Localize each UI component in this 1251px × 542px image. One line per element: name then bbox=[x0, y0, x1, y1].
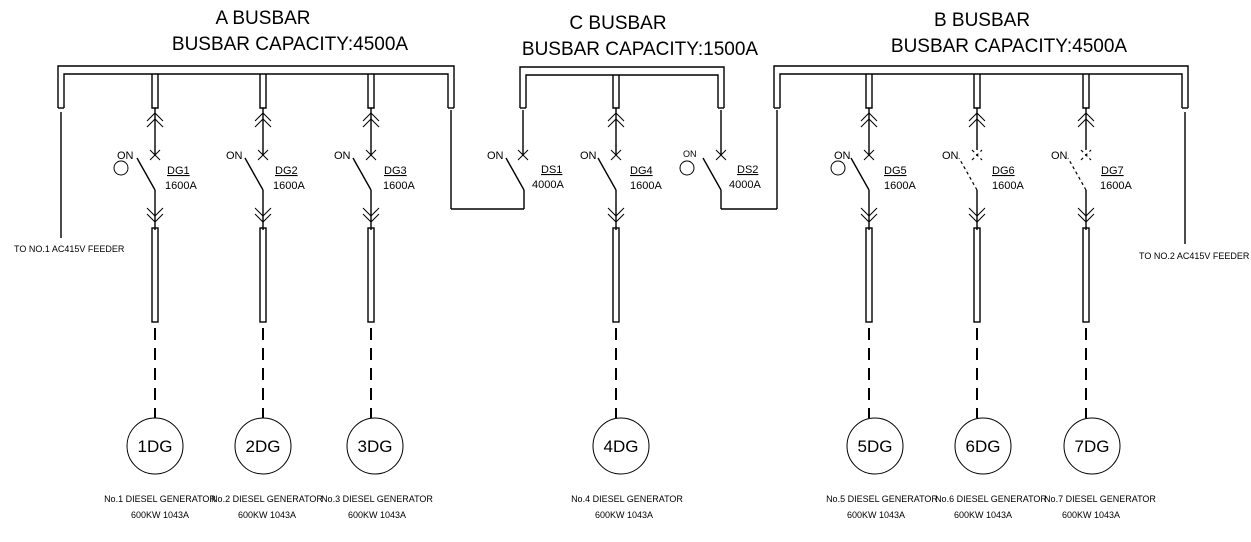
ds2-on-label: ON bbox=[683, 149, 697, 159]
generator-feeder-3: ON DG3 1600A 3DG No.3 DIESEL GENERATOR 6… bbox=[321, 108, 433, 520]
generator-5-symbol bbox=[846, 417, 904, 475]
dg2-breaker-id: DG2 bbox=[275, 165, 298, 177]
generator-feeder-2: ON DG2 1600A 2DG No.2 DIESEL GENERATOR 6… bbox=[211, 108, 323, 520]
dg3-breaker-rating: 1600A bbox=[383, 180, 415, 192]
dg4-breaker-rating: 1600A bbox=[630, 180, 662, 192]
a-busbar bbox=[57, 65, 455, 109]
generator-4-symbol bbox=[592, 417, 650, 475]
generator-7-spec: 600KW 1043A bbox=[1062, 510, 1120, 520]
c-busbar bbox=[519, 66, 725, 109]
b-busbar-title: B BUSBAR bbox=[934, 10, 1030, 31]
dg3-on-label: ON bbox=[334, 150, 351, 162]
ds2-indicator-lamp bbox=[679, 160, 695, 176]
generator-feeder-5: ON DG5 1600A 5DG No.5 DIESEL GENERATOR 6… bbox=[826, 108, 938, 520]
ds1-id: DS1 bbox=[541, 164, 562, 176]
dg3-breaker-id: DG3 bbox=[384, 165, 407, 177]
dg1-breaker-id: DG1 bbox=[167, 165, 190, 177]
ds2-rating: 4000A bbox=[729, 179, 761, 191]
generator-4-spec: 600KW 1043A bbox=[595, 510, 653, 520]
generator-feeder-4: ON DG4 1600A 4DG No.4 DIESEL GENERATOR 6… bbox=[571, 108, 683, 520]
generator-2-label: 2DG bbox=[246, 437, 281, 456]
a-busbar-capacity: BUSBAR CAPACITY:4500A bbox=[172, 34, 409, 55]
a-busbar-title: A BUSBAR bbox=[215, 8, 310, 29]
dg5-on-label: ON bbox=[834, 150, 851, 162]
feeder-2-label: TO NO.2 AC415V FEEDER bbox=[1139, 251, 1250, 261]
ds1-on-label: ON bbox=[487, 150, 504, 162]
dg7-breaker-rating: 1600A bbox=[1100, 180, 1132, 192]
c-busbar-capacity: BUSBAR CAPACITY:1500A bbox=[522, 39, 759, 60]
dg6-breaker-id: DG6 bbox=[992, 165, 1015, 177]
dg7-on-label: ON bbox=[1051, 150, 1068, 162]
c-busbar-title: C BUSBAR bbox=[569, 13, 666, 34]
generator-6-symbol bbox=[954, 417, 1012, 475]
bus-tie-ds2: ON DS2 4000A bbox=[679, 110, 778, 210]
generator-7-name: No.7 DIESEL GENERATOR bbox=[1044, 494, 1156, 504]
generator-1-spec: 600KW 1043A bbox=[131, 510, 189, 520]
generator-6-label: 6DG bbox=[966, 437, 1001, 456]
generator-1-name: No.1 DIESEL GENERATOR bbox=[104, 494, 216, 504]
generator-1-label: 1DG bbox=[138, 437, 173, 456]
ds1-rating: 4000A bbox=[532, 179, 564, 191]
generator-2-spec: 600KW 1043A bbox=[238, 510, 296, 520]
dg5-indicator-lamp bbox=[830, 160, 846, 176]
dg5-breaker-id: DG5 bbox=[884, 165, 907, 177]
bus-tie-ds1: ON DS1 4000A bbox=[450, 110, 564, 210]
generator-6-name: No.6 DIESEL GENERATOR bbox=[935, 494, 1047, 504]
ds2-id: DS2 bbox=[737, 164, 758, 176]
generator-6-spec: 600KW 1043A bbox=[954, 510, 1012, 520]
generator-7-label: 7DG bbox=[1075, 437, 1110, 456]
dg2-breaker-rating: 1600A bbox=[273, 180, 305, 192]
dg4-on-label: ON bbox=[580, 150, 597, 162]
generator-4-name: No.4 DIESEL GENERATOR bbox=[571, 494, 683, 504]
generator-5-spec: 600KW 1043A bbox=[847, 510, 905, 520]
generator-5-name: No.5 DIESEL GENERATOR bbox=[826, 494, 938, 504]
dg4-breaker-id: DG4 bbox=[630, 165, 653, 177]
b-busbar-capacity: BUSBAR CAPACITY:4500A bbox=[891, 36, 1128, 57]
generator-2-symbol bbox=[234, 417, 292, 475]
feeder-1-label: TO NO.1 AC415V FEEDER bbox=[14, 244, 125, 254]
dg6-breaker-rating: 1600A bbox=[992, 180, 1024, 192]
generator-feeder-7: ON DG7 1600A 7DG No.7 DIESEL GENERATOR 6… bbox=[1044, 108, 1156, 520]
generator-3-symbol bbox=[346, 417, 404, 475]
dg2-on-label: ON bbox=[226, 150, 243, 162]
generator-3-spec: 600KW 1043A bbox=[348, 510, 406, 520]
generator-7-symbol bbox=[1063, 417, 1121, 475]
dg1-on-label: ON bbox=[117, 150, 134, 162]
generator-feeder-6: ON DG6 1600A 6DG No.6 DIESEL GENERATOR 6… bbox=[935, 108, 1047, 520]
generator-feeder-1: ON DG1 1600A 1DG No.1 DIESEL GENERATOR 6… bbox=[104, 108, 216, 520]
generator-1-symbol bbox=[126, 417, 184, 475]
generator-3-label: 3DG bbox=[358, 437, 393, 456]
generator-4-label: 4DG bbox=[604, 437, 639, 456]
generator-2-name: No.2 DIESEL GENERATOR bbox=[211, 494, 323, 504]
generator-3-name: No.3 DIESEL GENERATOR bbox=[321, 494, 433, 504]
dg1-breaker-rating: 1600A bbox=[165, 180, 197, 192]
dg1-indicator-lamp bbox=[113, 160, 129, 176]
dg6-on-label: ON bbox=[942, 150, 959, 162]
dg5-breaker-rating: 1600A bbox=[884, 180, 916, 192]
generator-5-label: 5DG bbox=[858, 437, 893, 456]
b-busbar bbox=[773, 65, 1189, 109]
dg7-breaker-id: DG7 bbox=[1101, 165, 1124, 177]
